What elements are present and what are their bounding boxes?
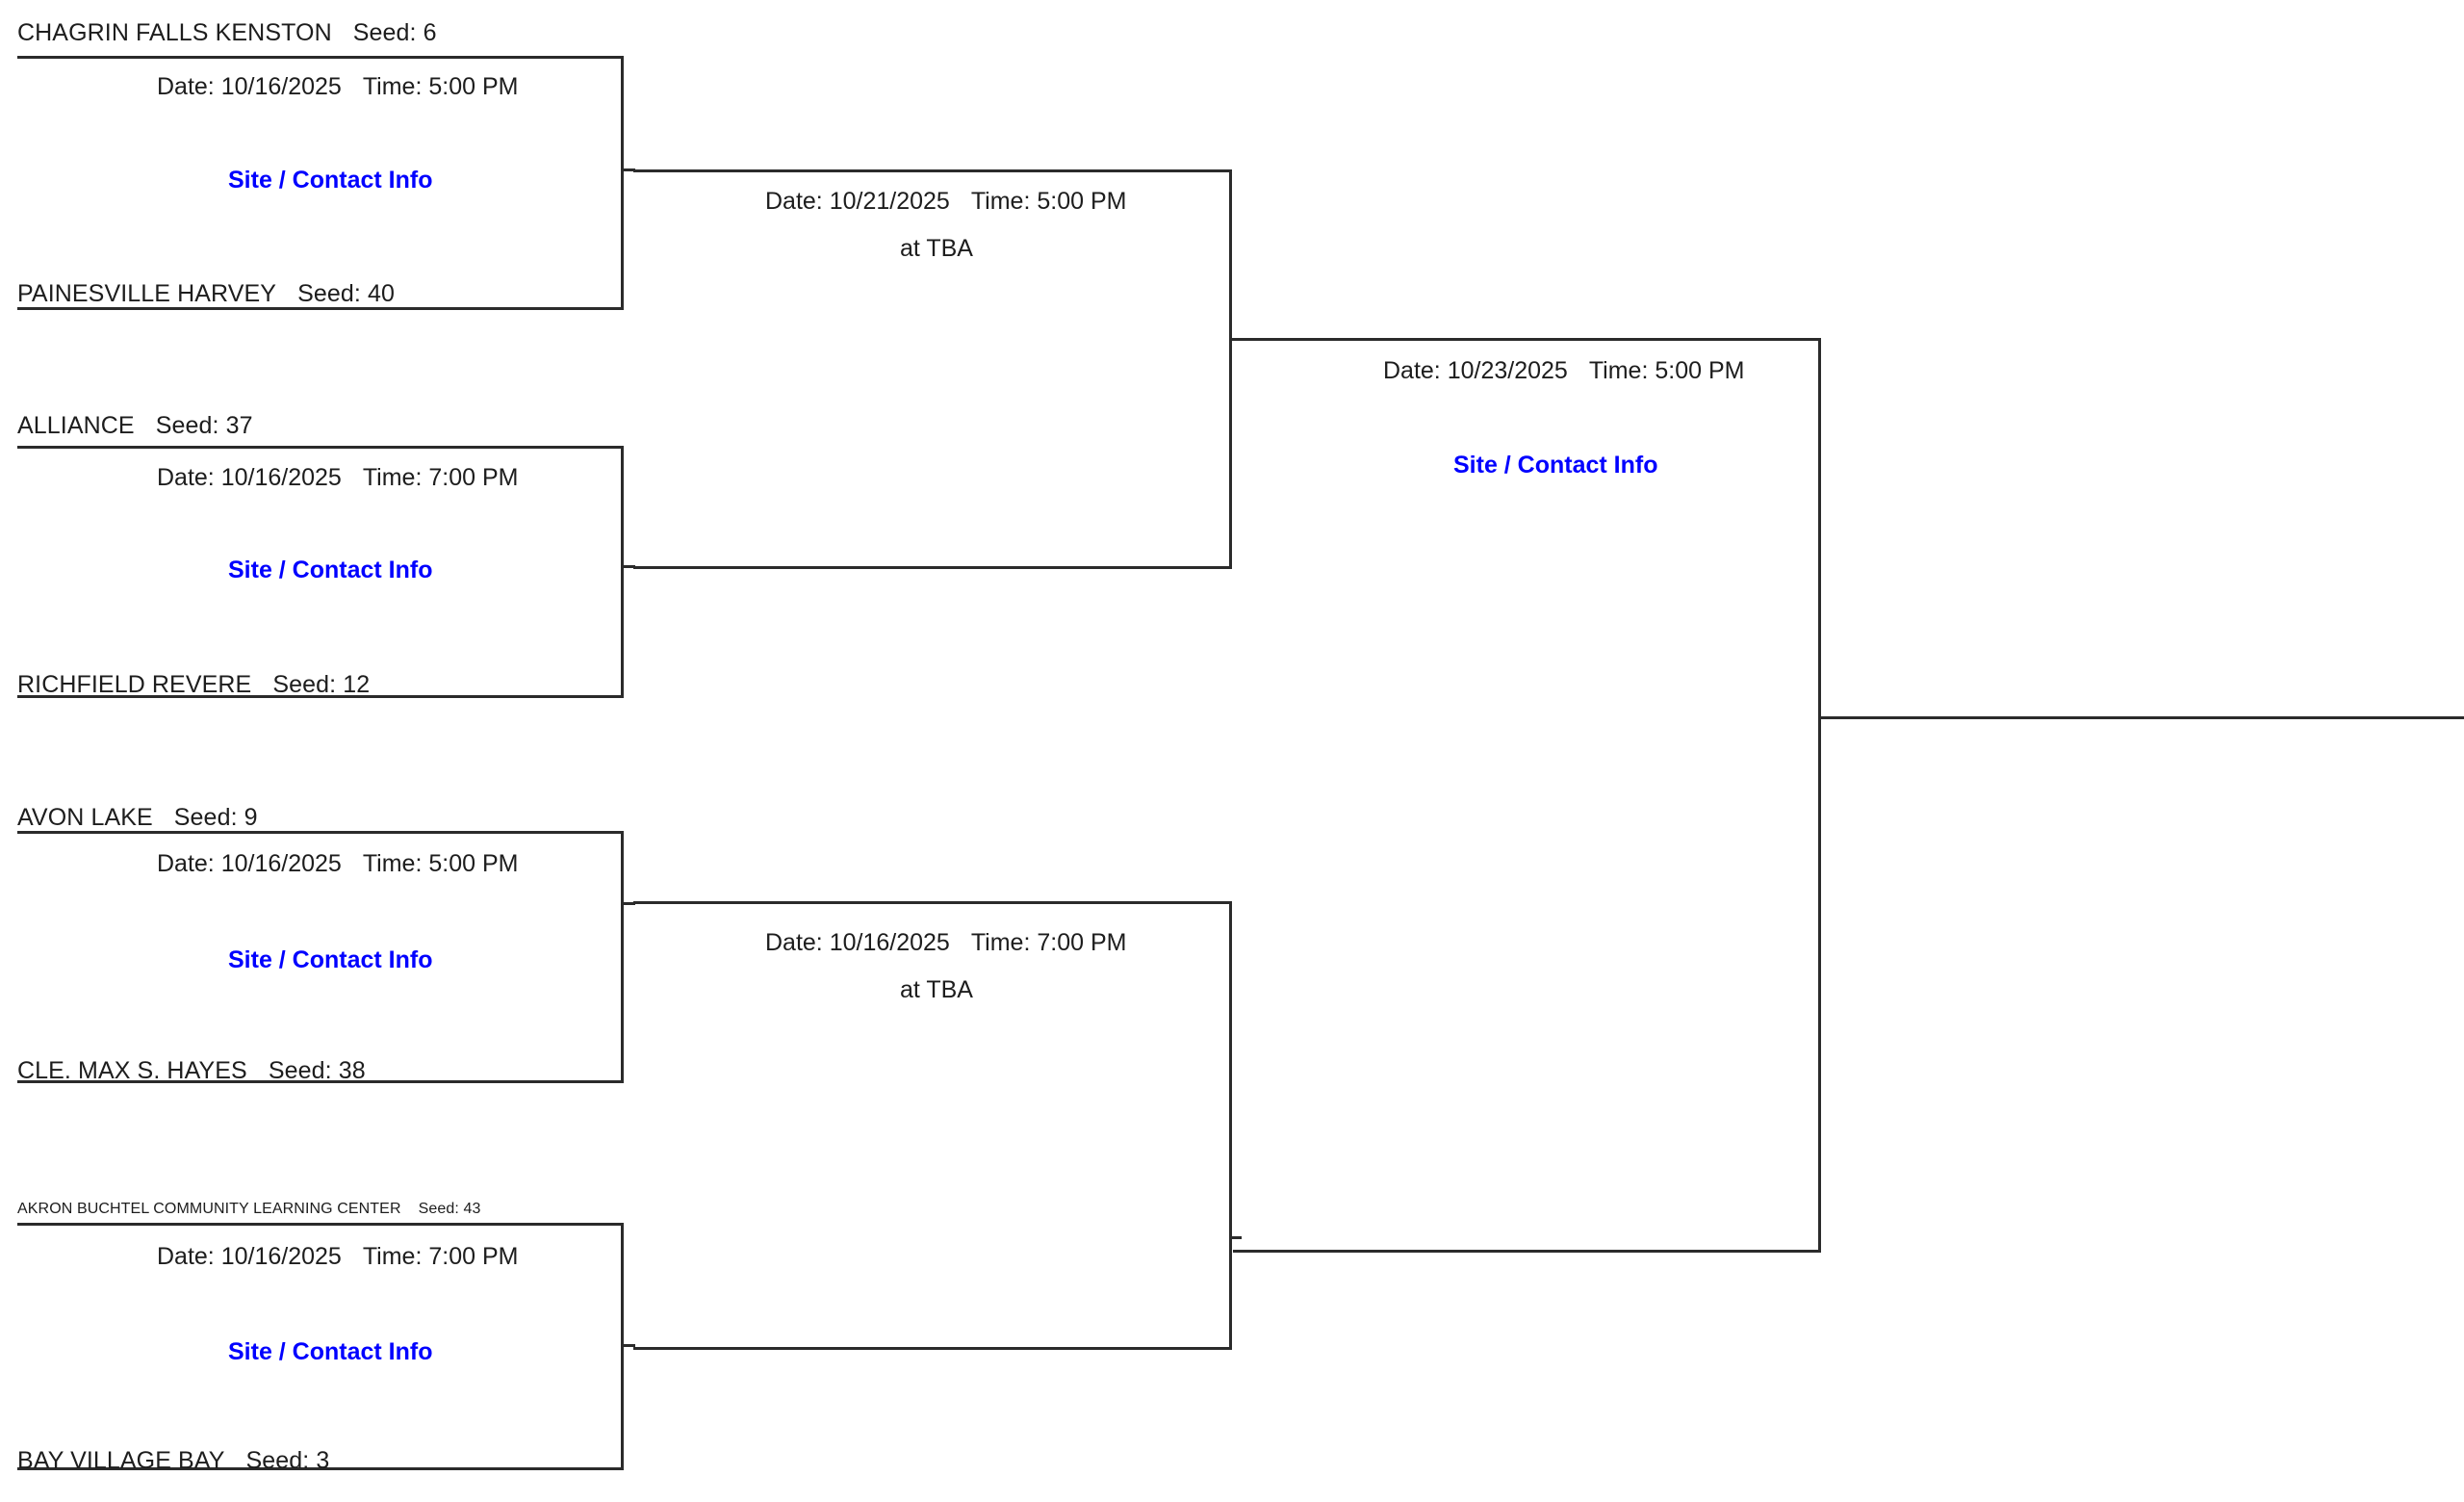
team-seed: Seed: 40	[297, 280, 395, 307]
team-name: AKRON BUCHTEL COMMUNITY LEARNING CENTER	[17, 1201, 401, 1217]
team-seed: Seed: 12	[272, 671, 371, 698]
site-contact-info-link-r1m4[interactable]: Site / Contact Info	[228, 1338, 433, 1365]
team-seed: Seed: 9	[173, 804, 258, 831]
team-seed: Seed: 38	[268, 1057, 366, 1084]
match-date: Date: 10/16/2025	[157, 1243, 342, 1270]
match-time: Time: 5:00 PM	[1588, 357, 1745, 384]
match-time: Time: 7:00 PM	[362, 464, 519, 491]
connector-r1m3	[624, 902, 635, 905]
site-contact-info-link-r1m3[interactable]: Site / Contact Info	[228, 946, 433, 973]
match-time: Time: 5:00 PM	[362, 850, 519, 877]
match-time: Time: 5:00 PM	[970, 188, 1127, 215]
match-site-r2m1: at TBA	[900, 235, 973, 262]
match-box-r3m1	[1233, 338, 1821, 1253]
connector-r1m2	[624, 565, 635, 568]
connector-r2m2	[1232, 1236, 1242, 1239]
match-datetime-r1m2: Date: 10/16/2025 Time: 7:00 PM	[157, 466, 518, 490]
team-name: AVON LAKE	[17, 804, 153, 831]
match-box-r1m3	[17, 831, 624, 1083]
match-datetime-r1m3: Date: 10/16/2025 Time: 5:00 PM	[157, 852, 518, 876]
team-name: RICHFIELD REVERE	[17, 671, 252, 698]
match-datetime-r2m1: Date: 10/21/2025 Time: 5:00 PM	[765, 190, 1126, 214]
team-label-top-r1m2: ALLIANCE Seed: 37	[17, 414, 253, 438]
team-label-top-r1m4: AKRON BUCHTEL COMMUNITY LEARNING CENTER S…	[17, 1202, 480, 1217]
match-date: Date: 10/21/2025	[765, 188, 950, 215]
site-contact-info-link-r1m1[interactable]: Site / Contact Info	[228, 167, 433, 194]
connector-r1m4	[624, 1344, 635, 1347]
team-label-bottom-r1m3: CLE. MAX S. HAYES Seed: 38	[17, 1059, 366, 1083]
match-date: Date: 10/16/2025	[157, 73, 342, 100]
team-seed: Seed: 3	[245, 1447, 330, 1474]
team-name: ALLIANCE	[17, 412, 135, 439]
match-box-r2m2	[633, 901, 1232, 1350]
connector-r3m1	[1821, 716, 2464, 719]
match-box-r2m1	[633, 169, 1232, 569]
match-date: Date: 10/16/2025	[157, 850, 342, 877]
team-name: CLE. MAX S. HAYES	[17, 1057, 247, 1084]
match-date: Date: 10/16/2025	[157, 464, 342, 491]
team-label-bottom-r1m2: RICHFIELD REVERE Seed: 12	[17, 673, 370, 697]
team-name: PAINESVILLE HARVEY	[17, 280, 277, 307]
team-label-top-r1m3: AVON LAKE Seed: 9	[17, 806, 258, 830]
team-name: BAY VILLAGE BAY	[17, 1447, 225, 1474]
team-seed: Seed: 6	[352, 19, 437, 46]
site-contact-info-link-r1m2[interactable]: Site / Contact Info	[228, 557, 433, 583]
match-datetime-r1m4: Date: 10/16/2025 Time: 7:00 PM	[157, 1245, 518, 1269]
match-time: Time: 7:00 PM	[970, 929, 1127, 956]
match-site-r2m2: at TBA	[900, 976, 973, 1003]
site-contact-info-link-r3m1[interactable]: Site / Contact Info	[1453, 452, 1658, 479]
match-time: Time: 7:00 PM	[362, 1243, 519, 1270]
match-date: Date: 10/16/2025	[765, 929, 950, 956]
team-label-bottom-r1m1: PAINESVILLE HARVEY Seed: 40	[17, 282, 395, 306]
team-seed: Seed: 43	[418, 1201, 481, 1217]
match-time: Time: 5:00 PM	[362, 73, 519, 100]
match-date: Date: 10/23/2025	[1383, 357, 1568, 384]
match-box-r1m4	[17, 1223, 624, 1470]
match-datetime-r1m1: Date: 10/16/2025 Time: 5:00 PM	[157, 75, 518, 99]
match-datetime-r2m2: Date: 10/16/2025 Time: 7:00 PM	[765, 931, 1126, 955]
team-name: CHAGRIN FALLS KENSTON	[17, 19, 332, 46]
match-box-r1m2	[17, 446, 624, 698]
team-label-bottom-r1m4: BAY VILLAGE BAY Seed: 3	[17, 1449, 329, 1473]
match-box-r1m1	[17, 56, 624, 310]
connector-r1m1	[624, 168, 635, 171]
team-label-top-r1m1: CHAGRIN FALLS KENSTON Seed: 6	[17, 21, 437, 45]
match-datetime-r3m1: Date: 10/23/2025 Time: 5:00 PM	[1383, 359, 1744, 383]
team-seed: Seed: 37	[155, 412, 253, 439]
